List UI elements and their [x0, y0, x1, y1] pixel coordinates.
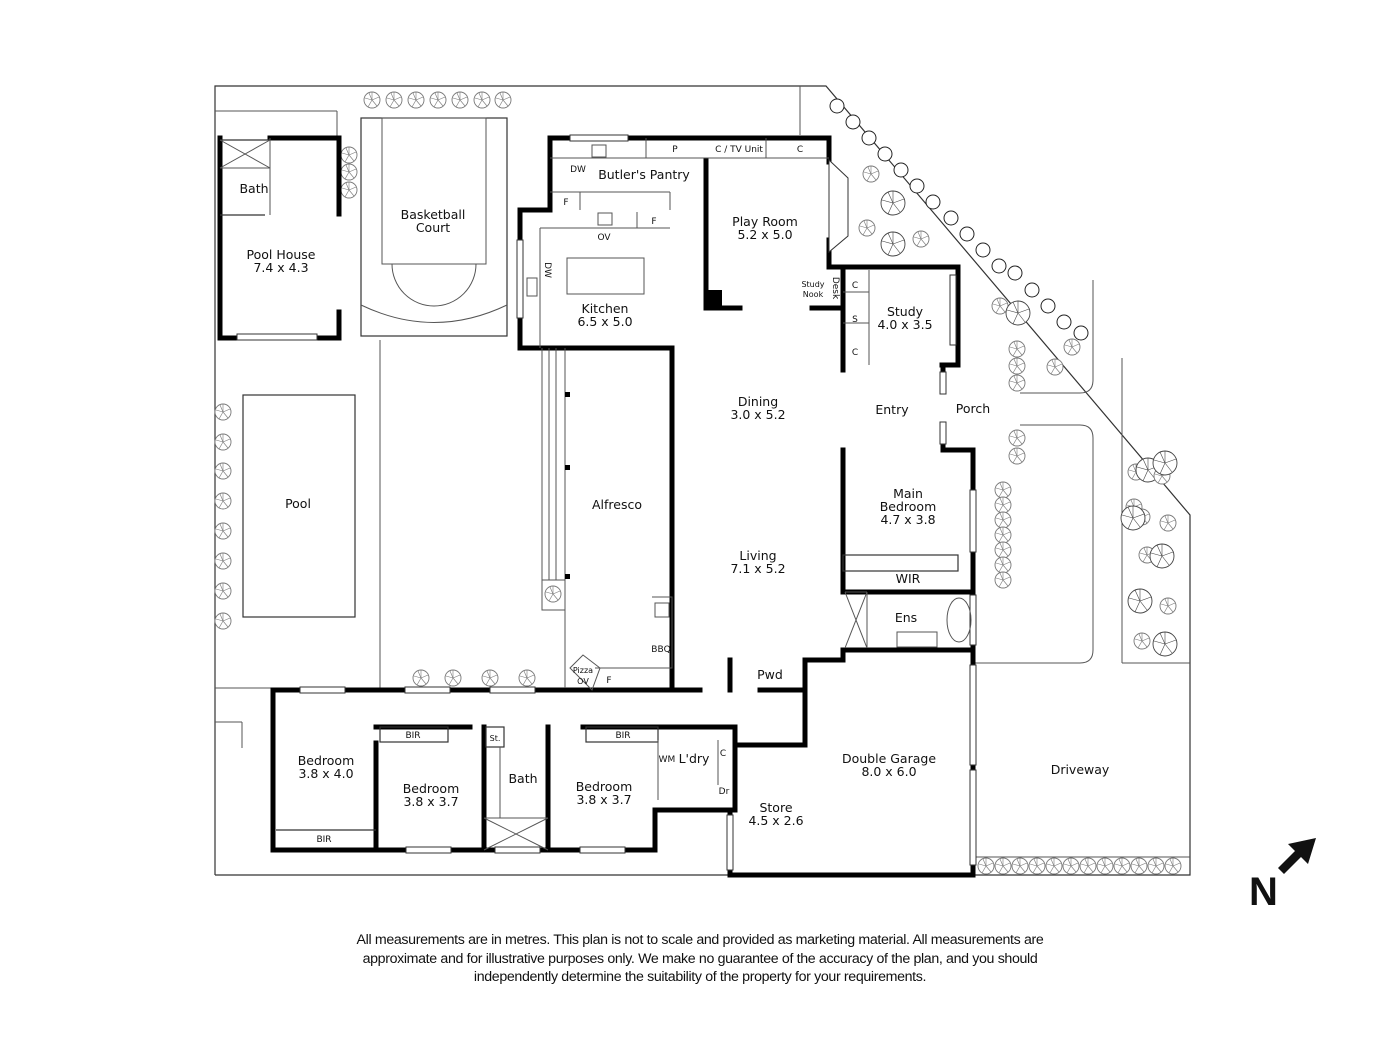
- pool-house-walls: [217, 135, 342, 341]
- floor-plan: Bath Pool House 7.4 x 4.3 Basketball Cou…: [214, 85, 1191, 878]
- north-letter: N: [1249, 870, 1278, 914]
- bath-label: Bath: [508, 771, 537, 786]
- study-nook-label: Study: [801, 280, 824, 289]
- alfresco-pergola: [541, 348, 673, 691]
- laundry-label: L'dry: [679, 751, 710, 766]
- driveway-hedge: [977, 857, 1182, 875]
- bedroom-1-label: Bedroom: [298, 753, 355, 768]
- disclaimer-line-1: All measurements are in metres. This pla…: [356, 932, 1044, 948]
- study-c2-label: C: [852, 348, 858, 358]
- ensuite-label: Ens: [895, 610, 917, 625]
- pool-house-bath-label: Bath: [239, 181, 268, 196]
- double-garage-dims: 8.0 x 6.0: [861, 764, 916, 779]
- pizza-oven-label-2: OV: [577, 677, 589, 686]
- powder-label: Pwd: [757, 667, 783, 682]
- play-room-dims: 5.2 x 5.0: [737, 227, 792, 242]
- bbq-label: BBQ: [651, 645, 670, 655]
- tv-unit-label: C / TV Unit: [715, 145, 763, 155]
- room-labels: Bath Pool House 7.4 x 4.3 Basketball Cou…: [239, 167, 1109, 828]
- bed3-bir-label: BIR: [615, 731, 630, 741]
- study-dims: 4.0 x 3.5: [877, 317, 932, 332]
- disclaimer-line-3: independently determine the suitability …: [473, 969, 927, 985]
- study-label: Study: [887, 304, 924, 319]
- bedroom-3-dims: 3.8 x 3.7: [576, 792, 631, 807]
- basketball-court-shape: [360, 117, 508, 337]
- kitchen-label: Kitchen: [582, 301, 629, 316]
- disclaimer: All measurements are in metres. This pla…: [300, 931, 1100, 987]
- bed1-bir-label: BIR: [316, 835, 331, 845]
- washing-machine-label: WM: [659, 755, 676, 765]
- main-bedroom-label: Main: [893, 486, 923, 501]
- study-s-label: S: [852, 315, 858, 325]
- bedroom-wing-joinery: [276, 554, 972, 851]
- site-boundary: [214, 85, 1191, 876]
- pantry-fridge-label: F: [563, 198, 568, 208]
- landscaping: [214, 91, 1182, 875]
- basketball-court-label: Basketball: [401, 207, 466, 222]
- kitchen-dims: 6.5 x 5.0: [577, 314, 632, 329]
- kitchen-joinery: [526, 138, 870, 365]
- kitchen-dw-label: DW: [542, 262, 552, 278]
- kitchen-fridge-label: F: [651, 217, 656, 227]
- main-bedroom-label-2: Bedroom: [880, 499, 937, 514]
- bedroom-2-dims: 3.8 x 3.7: [403, 794, 458, 809]
- alfresco-fridge-label: F: [606, 676, 611, 686]
- desk-label: Desk: [830, 277, 840, 300]
- bedroom-1-dims: 3.8 x 4.0: [298, 766, 353, 781]
- alfresco-label: Alfresco: [592, 497, 642, 512]
- store-dims: 4.5 x 2.6: [748, 813, 803, 828]
- main-bedroom-dims: 4.7 x 3.8: [880, 512, 935, 527]
- dryer-label: Dr: [719, 787, 730, 797]
- porch-label: Porch: [956, 401, 990, 416]
- basketball-court-label-2: Court: [416, 220, 450, 235]
- dining-dims: 3.0 x 5.2: [730, 407, 785, 422]
- bed2-bir-label: BIR: [405, 731, 420, 741]
- butlers-pantry-label: Butler's Pantry: [598, 167, 690, 182]
- living-dims: 7.1 x 5.2: [730, 561, 785, 576]
- entry-label: Entry: [875, 402, 909, 417]
- study-c1-label: C: [852, 281, 858, 291]
- wir-label: WIR: [896, 571, 921, 586]
- driveway-label: Driveway: [1051, 762, 1110, 777]
- store-label: Store: [759, 800, 792, 815]
- pool-house-label: Pool House: [246, 247, 315, 262]
- pizza-oven-label: Pizza: [573, 666, 593, 675]
- laundry-c-label: C: [720, 749, 726, 759]
- pantry-p-label: P: [672, 145, 678, 155]
- pantry-dw-label: DW: [570, 165, 586, 175]
- windows: [299, 134, 977, 871]
- cupboard-c-label: C: [797, 145, 803, 155]
- fixture-labels: DW P C / TV Unit C F F OV DW Desk C S C …: [316, 145, 858, 845]
- pool-label: Pool: [285, 496, 311, 511]
- double-garage-label: Double Garage: [842, 751, 936, 766]
- pool-shape: [242, 394, 356, 618]
- bedroom-3-label: Bedroom: [576, 779, 633, 794]
- storage-label: St.: [490, 734, 501, 743]
- oven-label: OV: [597, 233, 611, 243]
- living-label: Living: [739, 548, 776, 563]
- pool-house-dims: 7.4 x 4.3: [253, 260, 308, 275]
- disclaimer-line-2: approximate and for illustrative purpose…: [362, 950, 1038, 967]
- dining-label: Dining: [738, 394, 778, 409]
- play-room-label: Play Room: [732, 214, 798, 229]
- bedroom-2-label: Bedroom: [403, 781, 460, 796]
- study-nook-label-2: Nook: [803, 290, 824, 299]
- north-arrow-icon: [1278, 838, 1316, 874]
